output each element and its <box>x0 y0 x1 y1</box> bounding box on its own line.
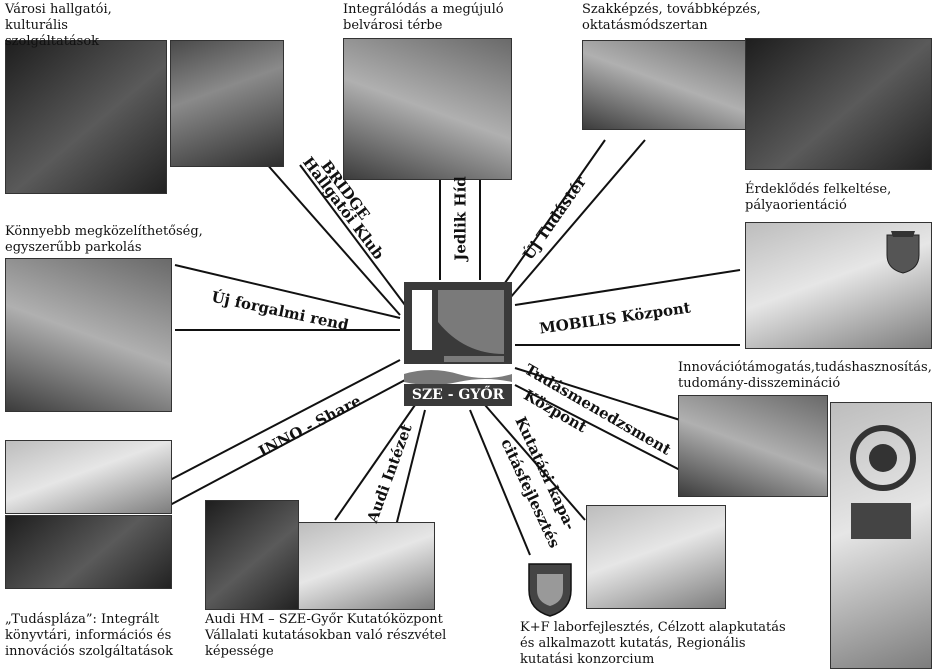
caption-line: könyvtári, információs és <box>5 628 172 643</box>
photo-conference-audience <box>678 395 828 497</box>
caption-top-left: Városi hallgatói, kulturális szolgáltatá… <box>5 2 165 50</box>
caption-line: belvárosi térbe <box>343 18 443 33</box>
photo-tudaster-building <box>582 40 762 130</box>
caption-line: Audi HM – SZE-Győr Kutatóközpont <box>205 612 443 627</box>
caption-line: Könnyebb megközelíthetőség, <box>5 224 203 239</box>
shield-seal-icon <box>528 563 572 617</box>
caption-line: és alkalmazott kutatás, Regionális <box>520 636 746 651</box>
photo-mobilis-model <box>745 222 932 349</box>
line-tudaster-2 <box>509 139 646 299</box>
line-forgalmi-1 <box>174 264 401 319</box>
brochure-graphic-icon <box>850 425 916 539</box>
caption-line: pályaorientáció <box>745 198 847 213</box>
line-bridge <box>249 144 401 316</box>
caption-line: Innovációtámogatás,tudáshasznosítás, <box>678 360 932 375</box>
line-audi-1 <box>334 404 416 521</box>
caption-line: oktatásmódszertan <box>582 18 708 33</box>
line-audi-2 <box>394 409 426 531</box>
photo-tudasplaza-interior <box>5 515 172 589</box>
photo-student-meeting <box>5 40 167 194</box>
logo-emblem-icon <box>404 282 512 406</box>
line-kutatasi-1 <box>469 409 531 556</box>
caption-line: tudomány-disszemináció <box>678 376 841 391</box>
caption-left-upper: Könnyebb megközelíthetőség, egyszerűbb p… <box>5 224 235 256</box>
line-kutatasi-2 <box>484 404 586 521</box>
caption-line: innovációs szolgáltatások <box>5 644 173 659</box>
photo-student-club <box>170 40 284 167</box>
caption-right-upper: Érdeklődés felkeltése, pályaorientáció <box>745 182 930 214</box>
caption-bottom-left: „Tudásplázа”: Integrált könyvtári, infor… <box>5 612 205 660</box>
photo-research-lab <box>586 505 726 609</box>
caption-line: Érdeklődés felkeltése, <box>745 182 892 197</box>
university-seal <box>525 560 575 618</box>
caption-bottom-center: Audi HM – SZE-Győr Kutatóközpont Vállala… <box>205 612 485 660</box>
caption-line: egyszerűbb parkolás <box>5 240 142 255</box>
sze-gyor-logo: SZE - GYŐR <box>404 282 512 410</box>
line-inno-2 <box>169 379 406 506</box>
line-tudaster-1 <box>499 139 606 291</box>
photo-tudasplaza-exterior <box>5 440 172 514</box>
caption-line: „Tudásplázа”: Integrált <box>5 612 160 627</box>
caption-line: K+F laborfejlesztés, Célzott alapkutatás <box>520 620 786 635</box>
caption-top-right: Szakképzés, továbbképzés, oktatásmódszer… <box>582 2 782 34</box>
caption-line: Vállalati kutatásokban való részvétel <box>205 628 447 643</box>
line-mobilis-1 <box>514 269 741 306</box>
caption-right-mid: Innovációtámogatás,tudáshasznosítás, tud… <box>678 360 933 392</box>
photo-tudaster-interior <box>745 38 932 170</box>
caption-bottom-right: K+F laborfejlesztés, Célzott alapkutatás… <box>520 620 820 668</box>
line-hallgatoi <box>299 164 406 306</box>
photo-audi-engine <box>205 500 299 610</box>
caption-line: Szakképzés, továbbképzés, <box>582 2 761 17</box>
logo-text: SZE - GYŐR <box>411 387 505 403</box>
photo-audi-research-building <box>298 522 435 610</box>
line-inno-1 <box>169 359 401 481</box>
caption-line: kutatási konzorcium <box>520 652 655 667</box>
coat-of-arms-icon <box>886 231 920 274</box>
caption-line: képessége <box>205 644 274 659</box>
caption-line: Városi hallgatói, kulturális <box>5 2 112 33</box>
caption-line: szolgáltatások <box>5 34 100 49</box>
caption-line: Integrálódás a megújuló <box>343 2 504 17</box>
caption-top-center: Integrálódás a megújuló belvárosi térbe <box>343 2 513 34</box>
spoke-label-jedlik: Jedlik Híd <box>451 176 470 261</box>
photo-jedlik-bridge-aerial <box>343 38 512 180</box>
photo-campus-aerial <box>5 258 172 412</box>
line-tudasmen-2 <box>514 384 681 471</box>
line-tudasmen-1 <box>514 367 681 421</box>
photo-brochure-cover <box>830 402 932 669</box>
